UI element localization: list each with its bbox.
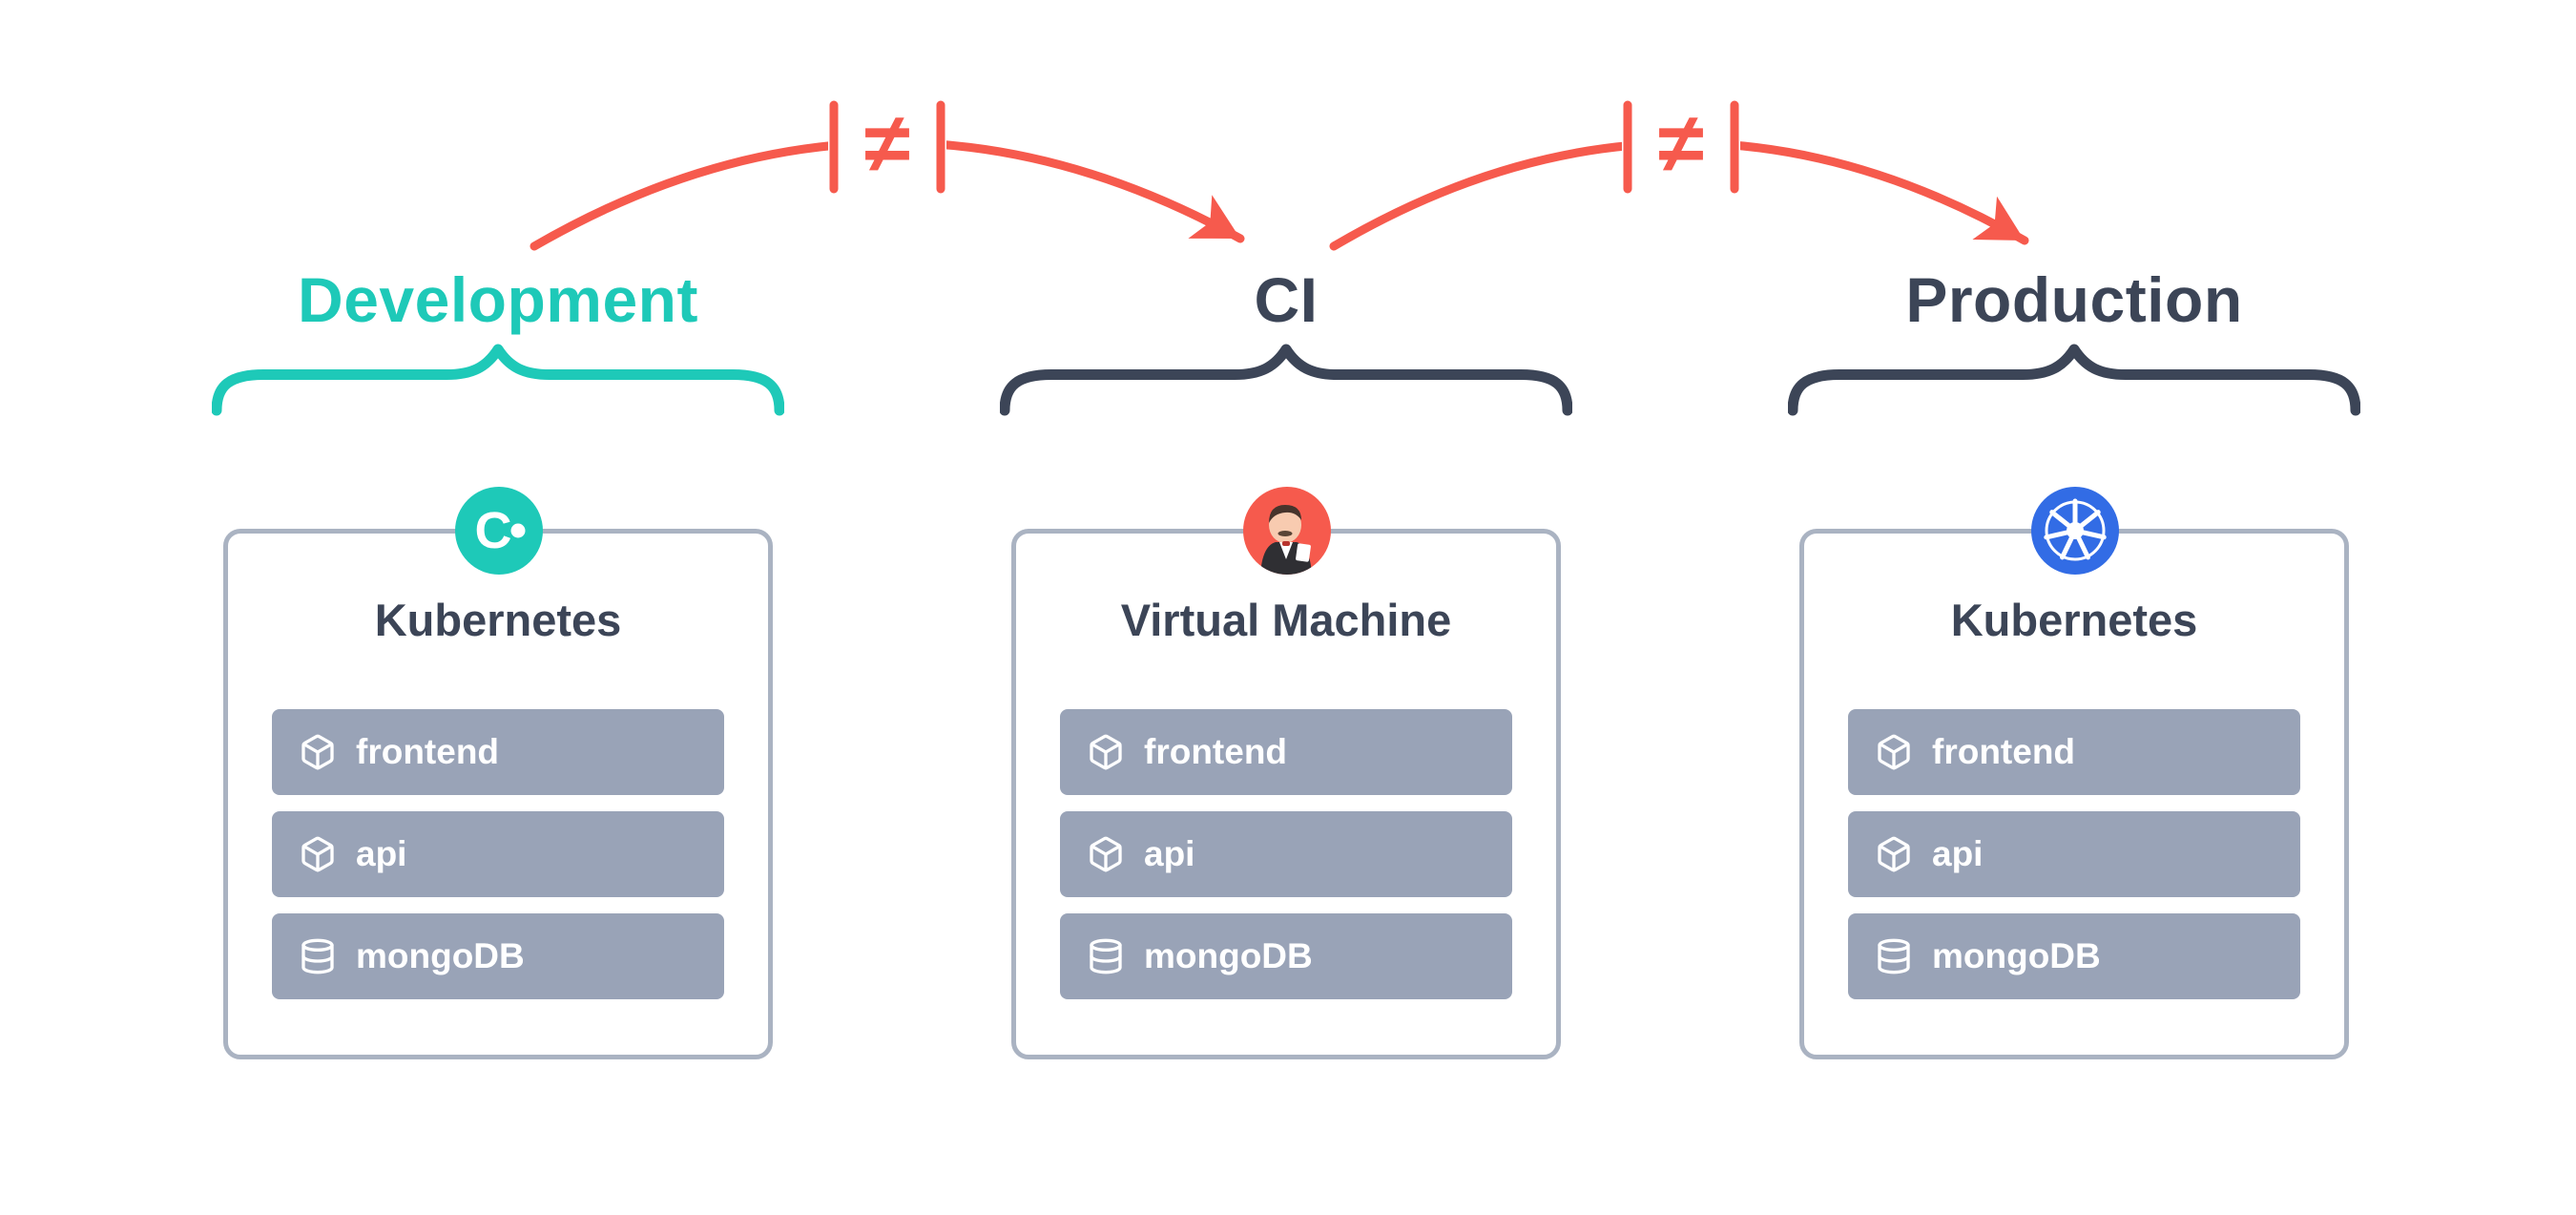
- env-label-production: Production: [1905, 264, 2243, 335]
- package-icon: [1087, 835, 1125, 873]
- not-equal-symbol: ≠: [864, 95, 910, 190]
- package-icon: [1875, 835, 1913, 873]
- component-row-mongodb: mongoDB: [272, 913, 724, 1000]
- component-row-mongodb: mongoDB: [1060, 913, 1512, 1000]
- brace-ci: [1000, 344, 1572, 416]
- component-label: mongoDB: [356, 936, 525, 976]
- component-label: api: [1932, 834, 1984, 874]
- c-dot-teal-icon: C: [455, 487, 543, 575]
- component-label: mongoDB: [1144, 936, 1313, 976]
- card-heading: Virtual Machine: [1120, 595, 1452, 645]
- database-icon: [1875, 937, 1913, 975]
- component-row-frontend: frontend: [1060, 709, 1512, 796]
- arrow-break-mask: [1622, 91, 1740, 200]
- card-heading: Kubernetes: [1950, 595, 2198, 645]
- component-list: frontend api mongoDB: [228, 709, 768, 1000]
- component-label: mongoDB: [1932, 936, 2101, 976]
- package-icon: [299, 835, 337, 873]
- component-label: api: [356, 834, 407, 874]
- arrow-break-mask: [828, 91, 946, 200]
- package-icon: [299, 733, 337, 771]
- component-row-frontend: frontend: [272, 709, 724, 796]
- env-label-ci: CI: [1254, 264, 1319, 335]
- component-label: frontend: [356, 732, 500, 772]
- card-heading: Kubernetes: [374, 595, 622, 645]
- env-card-development: Kubernetes frontend api: [223, 529, 773, 1059]
- component-row-mongodb: mongoDB: [1848, 913, 2300, 1000]
- env-column-ci: CI Virtual Machine: [1000, 0, 1572, 1215]
- component-label: frontend: [1144, 732, 1288, 772]
- env-column-development: Development C Kubernetes frontend: [212, 0, 784, 1215]
- package-icon: [1875, 733, 1913, 771]
- component-list: frontend api mongoDB: [1016, 709, 1556, 1000]
- env-column-production: Production Kubernetes: [1788, 0, 2360, 1215]
- database-icon: [299, 937, 337, 975]
- component-row-api: api: [1848, 811, 2300, 898]
- not-equal-symbol: ≠: [1658, 95, 1704, 190]
- brace-production: [1788, 344, 2360, 416]
- database-icon: [1087, 937, 1125, 975]
- component-label: api: [1144, 834, 1195, 874]
- env-card-production: Kubernetes frontend api: [1799, 529, 2349, 1059]
- env-card-ci: Virtual Machine frontend api: [1011, 529, 1561, 1059]
- component-row-api: api: [1060, 811, 1512, 898]
- package-icon: [1087, 733, 1125, 771]
- jenkins-icon: [1243, 487, 1331, 575]
- component-row-api: api: [272, 811, 724, 898]
- env-label-development: Development: [298, 264, 698, 335]
- component-list: frontend api mongoDB: [1804, 709, 2344, 1000]
- component-row-frontend: frontend: [1848, 709, 2300, 796]
- kubernetes-icon: [2031, 487, 2119, 575]
- brace-development: [212, 344, 784, 416]
- component-label: frontend: [1932, 732, 2076, 772]
- svg-text:C: C: [475, 502, 512, 559]
